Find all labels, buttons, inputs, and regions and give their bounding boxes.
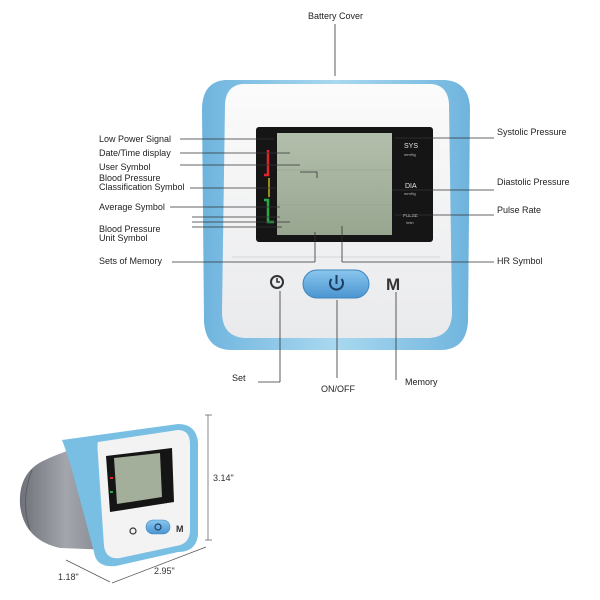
- label-dimension-height: 3.14": [213, 473, 234, 483]
- clock-icon: [270, 275, 284, 289]
- label-user-symbol: User Symbol: [99, 162, 151, 172]
- label-battery-cover: Battery Cover: [308, 11, 364, 21]
- label-bp-classification-line1: Blood Pressure: [99, 173, 161, 183]
- label-bp-unit-line1: Blood Pressure: [99, 224, 161, 234]
- classification-red-bar: [264, 150, 270, 177]
- callout-lines: [170, 24, 494, 383]
- main-device: SYS mmHg DIA mmHg PULSE /min M: [202, 80, 470, 350]
- label-bp-unit-line2: Unit Symbol: [99, 233, 148, 243]
- pulse-unit: /min: [406, 220, 414, 225]
- label-set: Set: [232, 373, 246, 383]
- pulse-label: PULSE: [403, 213, 418, 218]
- label-dimension-depth: 1.18": [58, 572, 79, 582]
- label-memory: Memory: [405, 377, 438, 387]
- label-sets-of-memory: Sets of Memory: [99, 256, 163, 266]
- label-date-time-display: Date/Time display: [99, 148, 171, 158]
- sys-unit: mmHg: [404, 152, 416, 157]
- label-dimension-width: 2.95": [154, 566, 175, 576]
- svg-text:M: M: [176, 524, 184, 534]
- label-systolic-pressure: Systolic Pressure: [497, 127, 567, 137]
- memory-button[interactable]: M: [386, 275, 400, 294]
- label-hr-symbol: HR Symbol: [497, 256, 543, 266]
- label-low-power-signal: Low Power Signal: [99, 134, 172, 144]
- side-view-device: M: [19, 424, 198, 567]
- set-button[interactable]: [270, 275, 284, 289]
- on-off-button[interactable]: [302, 269, 370, 299]
- label-on-off: ON/OFF: [321, 384, 355, 394]
- label-bp-classification-line2: Classification Symbol: [99, 182, 185, 192]
- dia-label: DIA: [405, 183, 417, 190]
- label-pulse-rate: Pulse Rate: [497, 205, 542, 215]
- label-diastolic-pressure: Diastolic Pressure: [497, 177, 570, 187]
- sys-label: SYS: [404, 143, 418, 150]
- label-average-symbol: Average Symbol: [99, 202, 165, 212]
- label-bp-classification-symbol: Blood Pressure Classification Symbol: [99, 174, 185, 192]
- power-icon: [329, 275, 344, 291]
- lcd-display: [277, 133, 392, 235]
- dimension-lines: [65, 414, 212, 584]
- dia-unit: mmHg: [404, 191, 416, 196]
- label-bp-unit-symbol: Blood Pressure Unit Symbol: [99, 225, 161, 243]
